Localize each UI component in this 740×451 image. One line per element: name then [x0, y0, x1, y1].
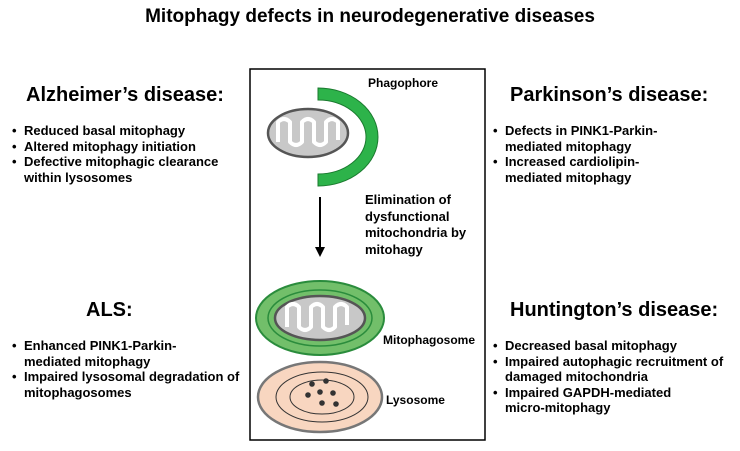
list-item: Decreased basal mitophagy	[493, 338, 738, 354]
lysosome-label: Lysosome	[386, 393, 445, 407]
list-item: Enhanced PINK1-Parkin-mediated mitophagy	[12, 338, 204, 369]
phagophore-shape	[317, 87, 379, 187]
list-item: Impaired autophagic recruitment of damag…	[493, 354, 740, 385]
lysosome-shape	[256, 360, 384, 434]
list-als: Enhanced PINK1-Parkin-mediated mitophagy…	[12, 338, 252, 400]
mitophagosome-shape	[255, 280, 385, 356]
heading-als: ALS:	[86, 299, 133, 321]
list-item: Defects in PINK1-Parkin-mediated mitopha…	[493, 123, 685, 154]
heading-huntingtons: Huntington’s disease:	[510, 299, 719, 321]
figure-title: Mitophagy defects in neurodegenerative d…	[145, 6, 595, 27]
list-item: Defective mitophagic clearance within ly…	[12, 154, 229, 185]
heading-parkinsons: Parkinson’s disease:	[510, 84, 709, 106]
list-huntingtons: Decreased basal mitophagy Impaired autop…	[493, 338, 738, 416]
phagophore-label: Phagophore	[368, 76, 439, 90]
mitochondrion-top	[266, 107, 350, 159]
list-item: Impaired lysosomal degradation of mitoph…	[12, 369, 249, 400]
elimination-label: Elimination of dysfunctional mitochondri…	[365, 192, 467, 257]
list-item: Increased cardiolipin-mediated mitophagy	[493, 154, 685, 185]
list-parkinsons: Defects in PINK1-Parkin-mediated mitopha…	[493, 123, 703, 185]
list-alzheimers: Reduced basal mitophagy Altered mitophag…	[12, 123, 237, 185]
heading-alzheimers: Alzheimer’s disease:	[26, 84, 224, 106]
list-item: Impaired GAPDH-mediated micro-mitophagy	[493, 385, 710, 416]
mitophagosome-label: Mitophagosome	[383, 333, 475, 347]
list-item: Reduced basal mitophagy	[12, 123, 237, 139]
list-item: Altered mitophagy initiation	[12, 139, 237, 155]
